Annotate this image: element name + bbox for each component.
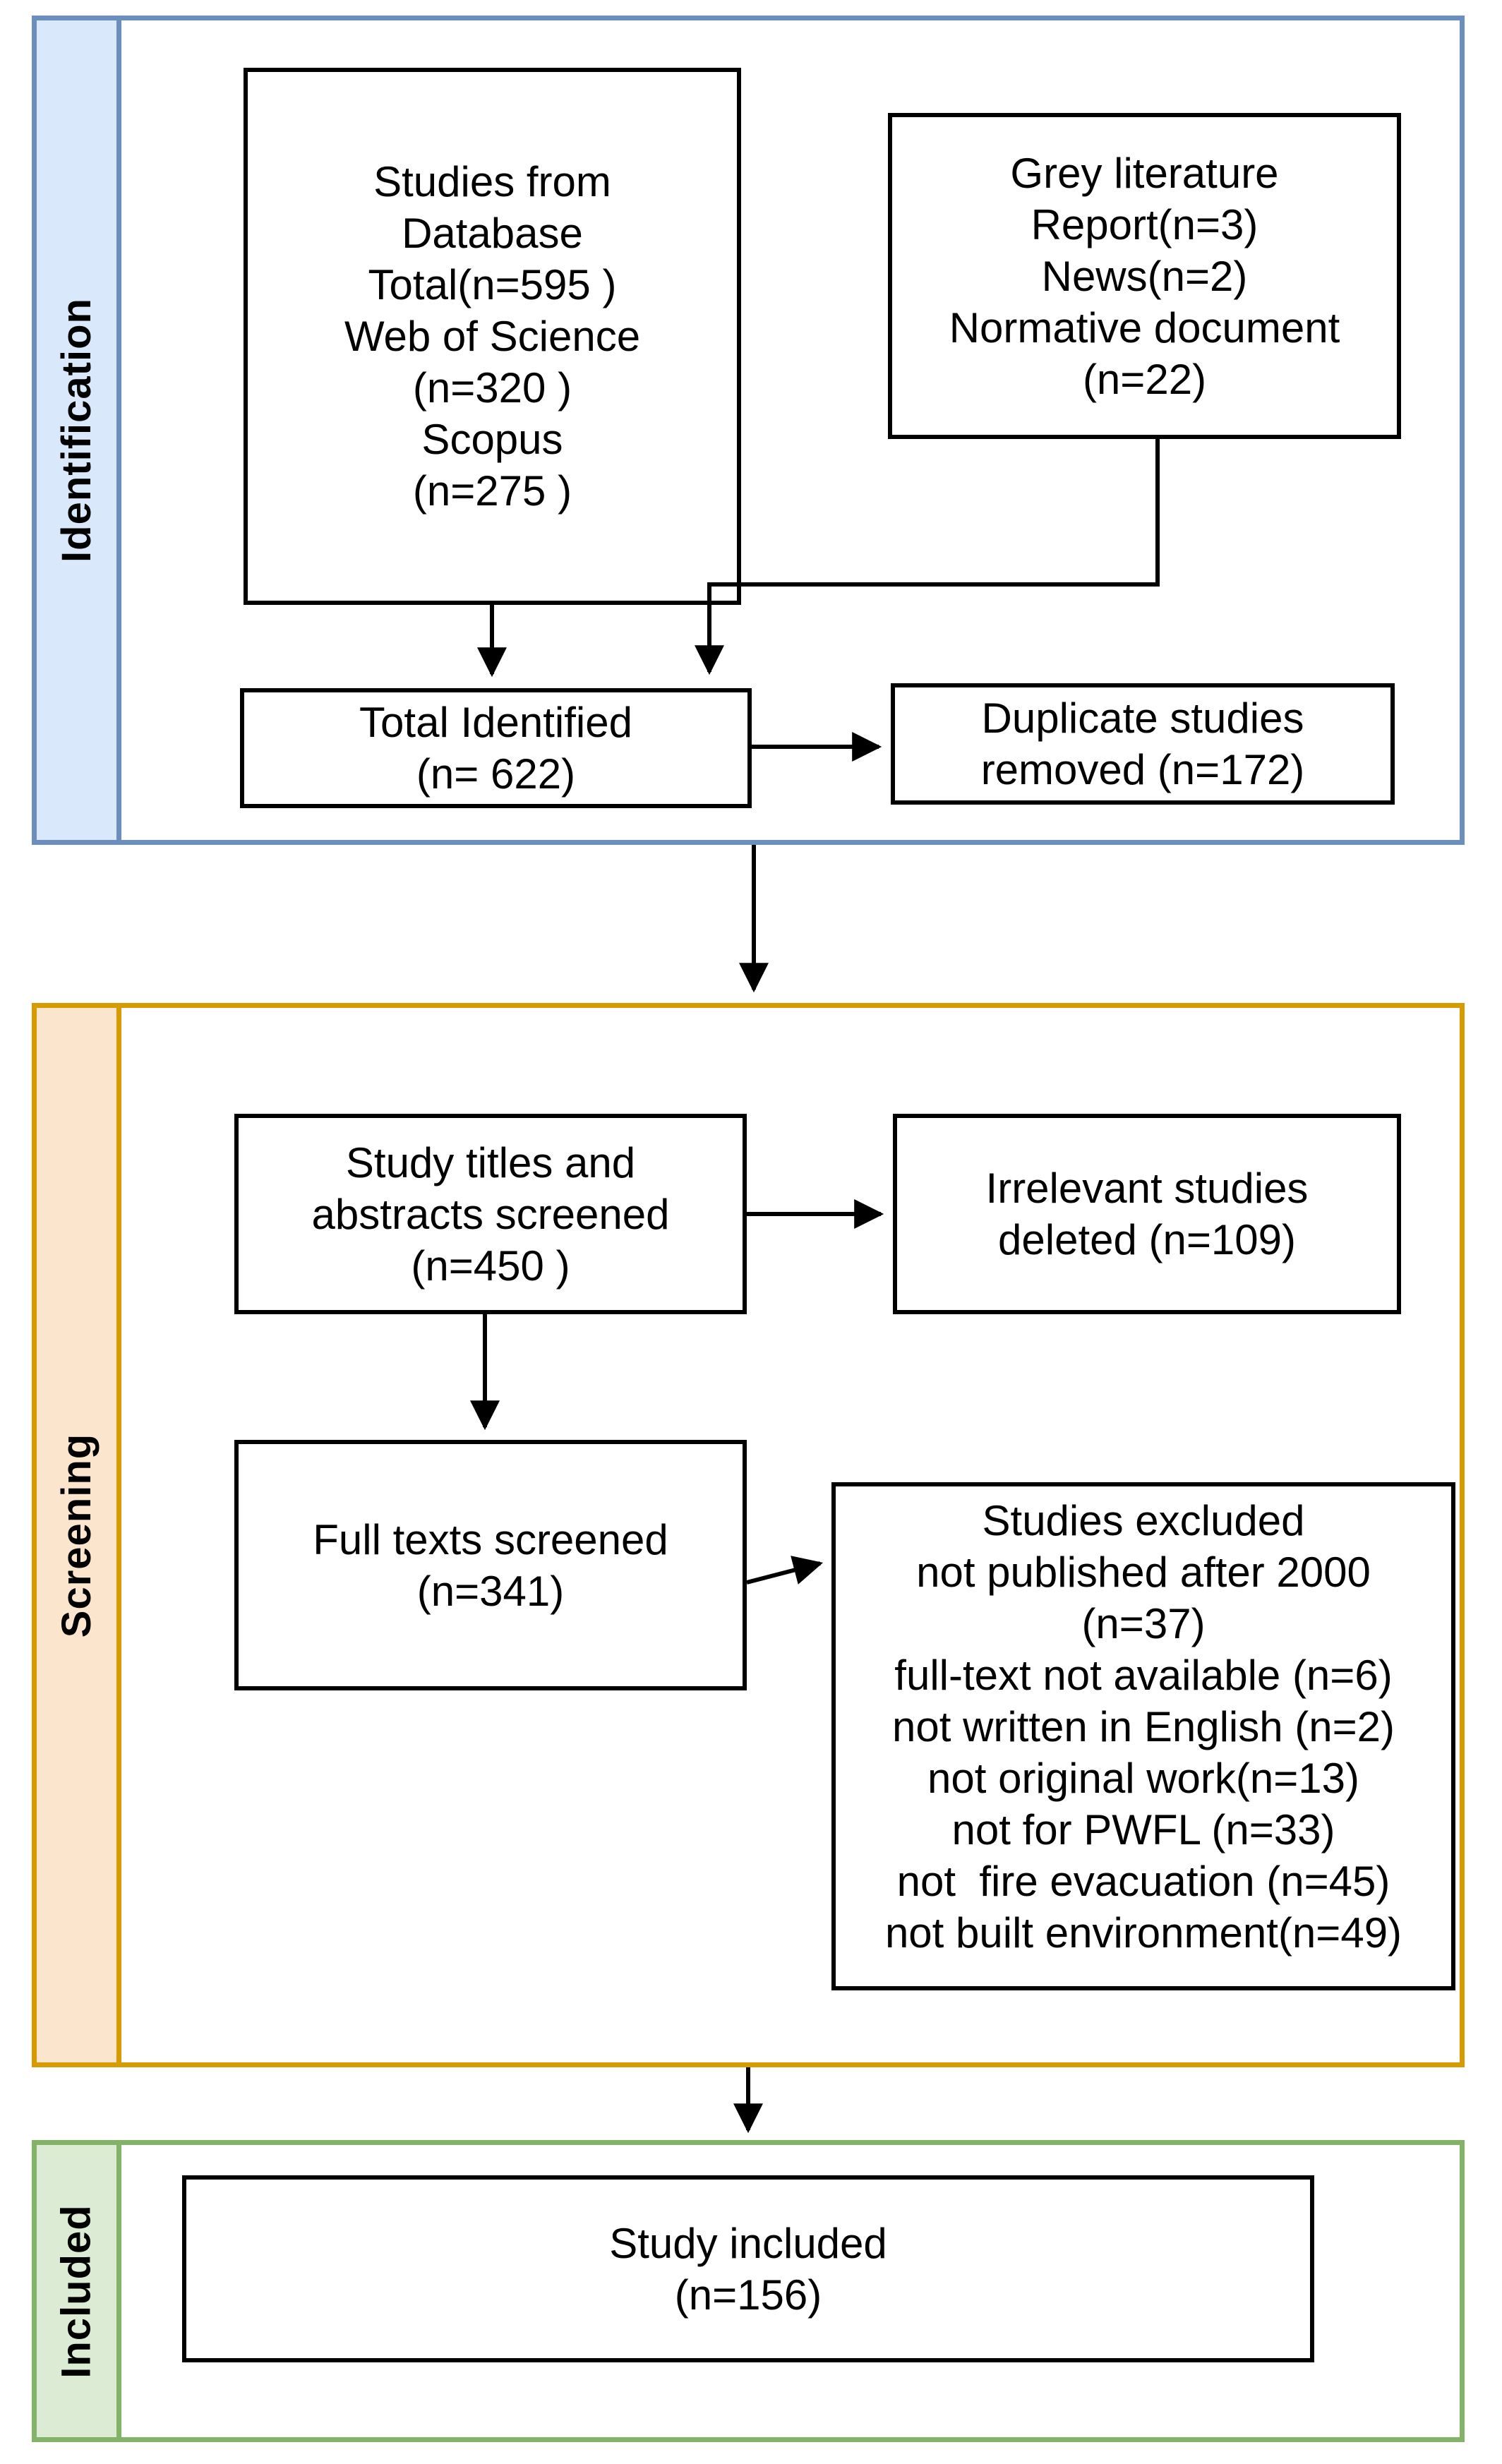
total-identified-box: Total Identified (n= 622) xyxy=(240,688,752,808)
studies-from-database-box: Studies from Database Total(n=595 ) Web … xyxy=(244,68,741,605)
screening-label: Screening xyxy=(54,1433,100,1637)
full-texts-screened-box: Full texts screened (n=341) xyxy=(234,1440,747,1690)
studies-excluded-box: Studies excluded not published after 200… xyxy=(831,1482,1455,1990)
titles-abstracts-screened-box: Study titles and abstracts screened (n=4… xyxy=(234,1114,747,1314)
screening-label-strip: Screening xyxy=(37,1008,121,2062)
grey-literature-box: Grey literature Report(n=3) News(n=2) No… xyxy=(888,113,1401,439)
included-label: Included xyxy=(54,2204,100,2379)
study-included-box: Study included (n=156) xyxy=(182,2175,1314,2362)
duplicates-removed-box: Duplicate studies removed (n=172) xyxy=(891,683,1395,805)
identification-label-strip: Identification xyxy=(37,20,121,840)
irrelevant-studies-deleted-box: Irrelevant studies deleted (n=109) xyxy=(893,1114,1401,1314)
identification-label: Identification xyxy=(54,298,100,563)
included-label-strip: Included xyxy=(37,2145,121,2437)
